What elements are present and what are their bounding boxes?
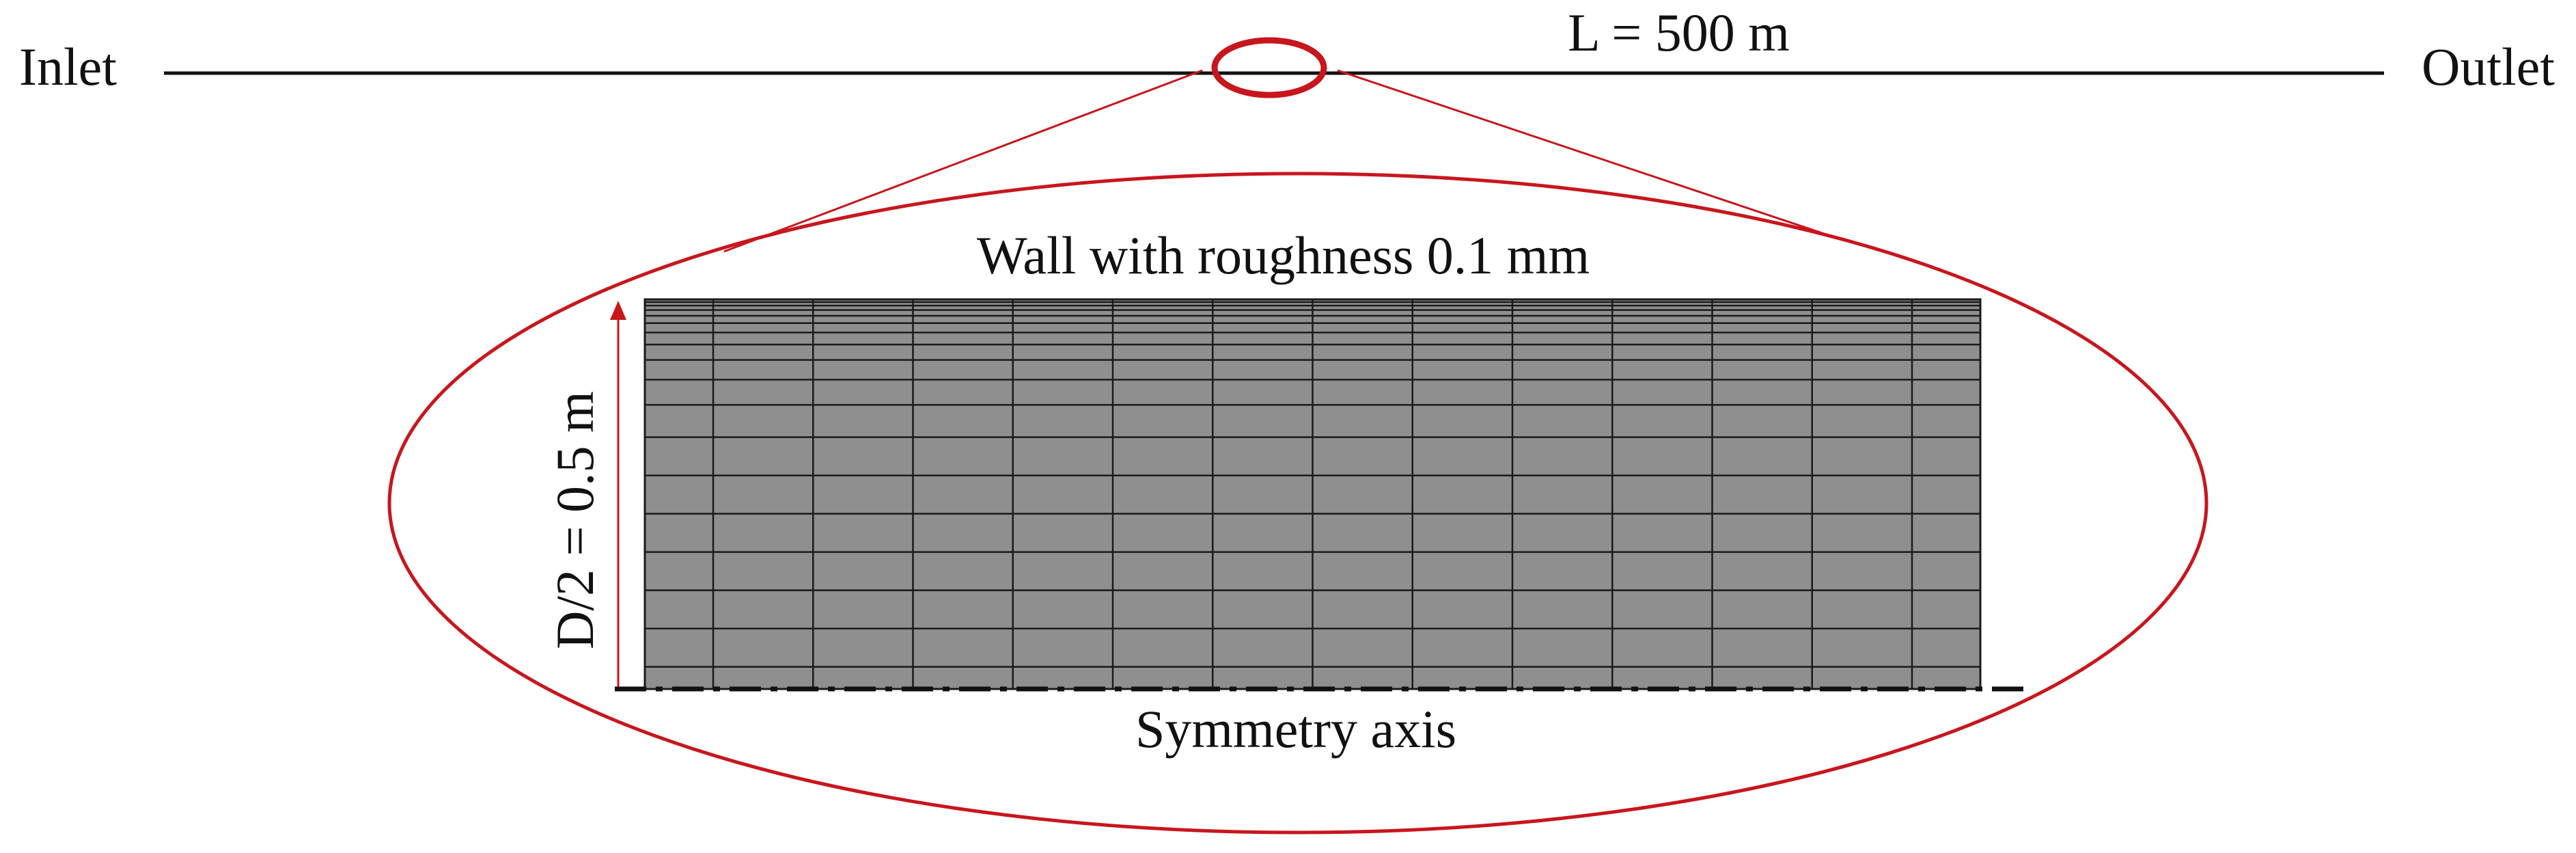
zoom-connector-left	[723, 69, 1203, 253]
radius-arrowhead	[610, 301, 626, 320]
outlet-label: Outlet	[2422, 37, 2555, 96]
magnified-view-ellipse	[387, 172, 2208, 835]
computational-mesh	[643, 298, 1982, 690]
wall-label: Wall with roughness 0.1 mm	[977, 226, 1590, 285]
inlet-label: Inlet	[19, 37, 117, 96]
zoom-connector-right	[1337, 69, 1845, 242]
radius-label: D/2 = 0.5 m	[545, 391, 605, 649]
length-label: L = 500 m	[1568, 3, 1790, 62]
symmetry-axis-label: Symmetry axis	[1135, 699, 1456, 759]
zoom-region-marker	[1211, 37, 1327, 98]
